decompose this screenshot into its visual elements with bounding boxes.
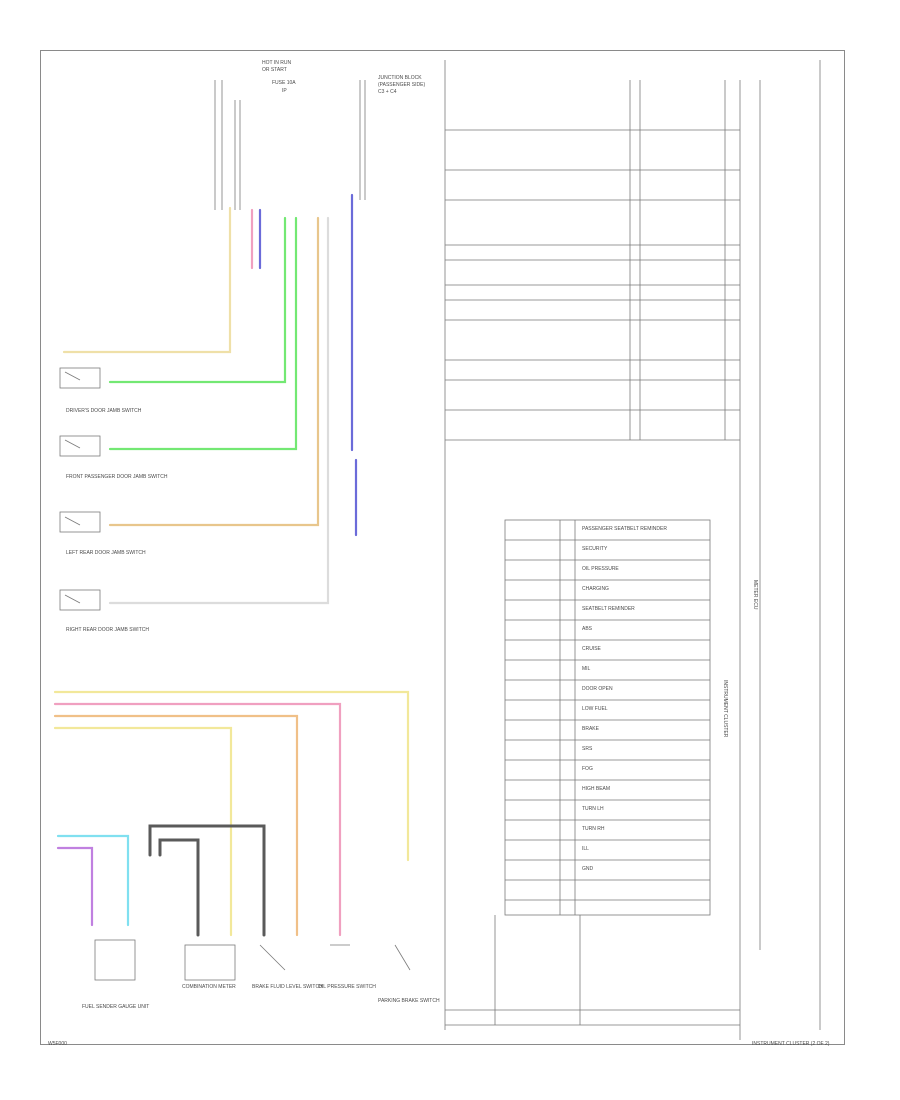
wire-yellow-rail	[53, 690, 410, 862]
top-right-label-3: C3 + C4	[378, 89, 397, 95]
cluster-inner-label: METER ECU	[752, 580, 758, 610]
schematic-sheet	[40, 50, 845, 1045]
wire-gray-1	[108, 216, 330, 605]
top-right-label-2: (PASSENGER SIDE)	[378, 82, 426, 88]
switch-label-front-passenger-door: FRONT PASSENGER DOOR JAMB SWITCH	[66, 474, 168, 480]
switch-label-right-rear-door: RIGHT REAR DOOR JAMB SWITCH	[66, 627, 149, 633]
wire-pink-rail	[53, 702, 342, 937]
indicator-row-label: SEATBELT REMINDER	[582, 606, 635, 612]
indicator-row-label: BRAKE	[582, 726, 599, 732]
indicator-row-label: MIL	[582, 666, 591, 672]
wire-yellow-rail-2	[53, 726, 233, 937]
wire-green-2	[108, 216, 298, 451]
indicator-row-label: SRS	[582, 746, 593, 752]
indicator-row-label: SECURITY	[582, 546, 608, 552]
wire-yellow-top	[62, 206, 232, 354]
wire-orange-rail	[53, 714, 299, 937]
bottom-label-parking-brake: PARKING BRAKE SWITCH	[378, 998, 440, 1004]
indicator-block	[504, 519, 711, 916]
wire-violet	[56, 846, 94, 927]
indicator-row-label: ABS	[582, 626, 593, 632]
wire-orange-1	[108, 216, 320, 527]
wire-dark	[148, 824, 266, 937]
cluster-label: INSTRUMENT CLUSTER	[722, 680, 728, 738]
bottom-label-fuel-sender: FUEL SENDER GAUGE UNIT	[82, 1004, 150, 1010]
wire-dark-2	[158, 838, 200, 937]
indicator-row-label: ILL	[582, 846, 589, 852]
bottom-label-oil-pressure: OIL PRESSURE SWITCH	[318, 984, 376, 990]
wire-green-1	[108, 216, 287, 384]
top-center-label-3: FUSE 10A	[272, 80, 296, 86]
indicator-row-label: CRUISE	[582, 646, 601, 652]
bottom-label-combination-meter: COMBINATION METER	[182, 984, 236, 990]
indicator-row-label: TURN LH	[582, 806, 604, 812]
switch-label-left-rear-door: LEFT REAR DOOR JAMB SWITCH	[66, 550, 146, 556]
footer-right: INSTRUMENT CLUSTER (2 OF 2)	[752, 1041, 830, 1047]
indicator-row-label: CHARGING	[582, 586, 609, 592]
indicator-row-label: GND	[582, 866, 594, 872]
indicator-row-label: PASSENGER SEATBELT REMINDER	[582, 526, 667, 532]
top-center-label-1: HOT IN RUN	[262, 60, 292, 66]
indicator-row-label: OIL PRESSURE	[582, 566, 619, 572]
indicator-row-label: LOW FUEL	[582, 706, 608, 712]
bottom-label-brake-fluid: BRAKE FLUID LEVEL SWITCH	[252, 984, 323, 990]
wire-cyan	[56, 834, 130, 927]
indicator-row-label: DOOR OPEN	[582, 686, 613, 692]
top-right-label-1: JUNCTION BLOCK	[378, 75, 422, 81]
footer-left: W5F000	[48, 1041, 67, 1047]
top-center-label-4: IP	[282, 88, 287, 94]
indicator-row-label: HIGH BEAM	[582, 786, 611, 792]
switch-label-driver-door: DRIVER'S DOOR JAMB SWITCH	[66, 408, 142, 414]
indicator-row-label: TURN RH	[582, 826, 605, 832]
top-center-label-2: OR START	[262, 67, 287, 73]
indicator-row-label: FOG	[582, 766, 593, 772]
